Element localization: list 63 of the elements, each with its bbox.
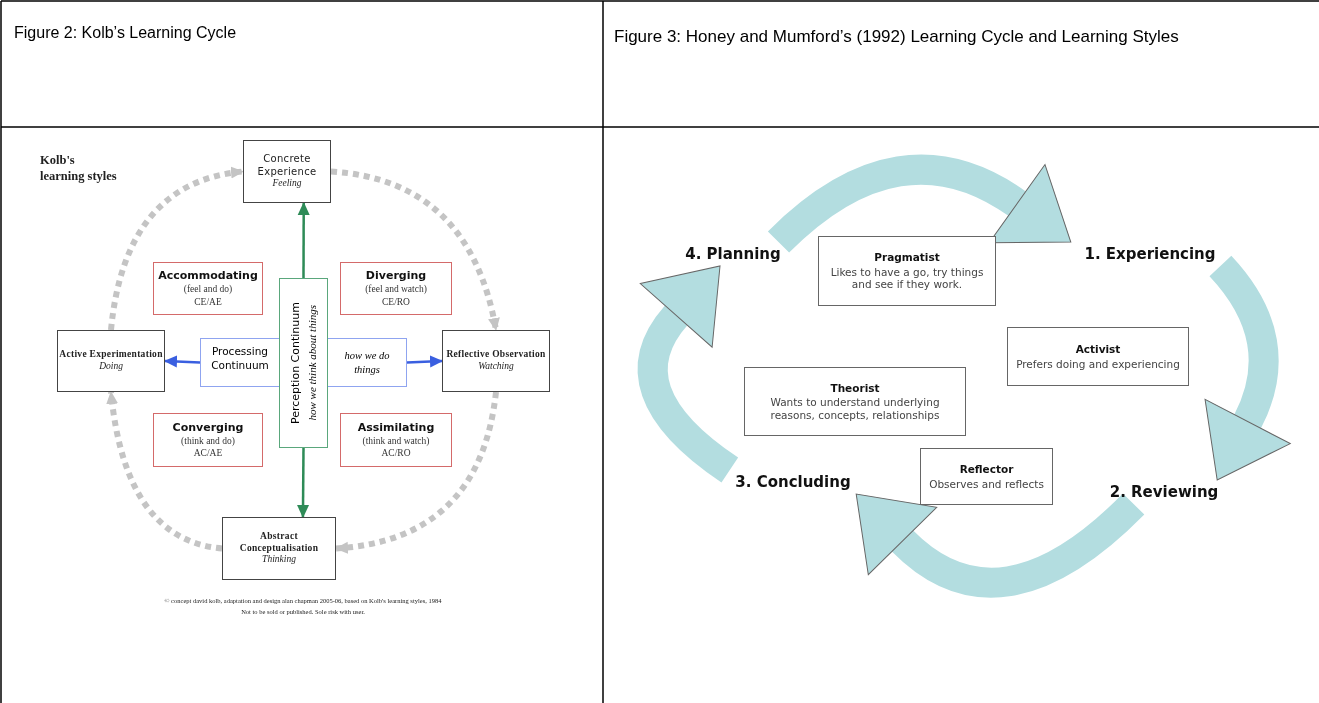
stage-label-text: 3. Concluding — [735, 473, 851, 491]
learner-type-description: Observes and reflects — [929, 477, 1044, 491]
stage-label-text: 2. Reviewing — [1109, 483, 1219, 501]
figure-caption: Figure 2: Kolb’s Learning Cycle — [14, 24, 238, 42]
style-name: Diverging — [365, 269, 427, 284]
style-description: (think and do) — [181, 434, 235, 448]
style-code: AC/RO — [381, 447, 411, 460]
continuum-description: how we do things — [343, 349, 391, 377]
style-code: CE/RO — [382, 295, 410, 308]
style-description: (think and watch) — [362, 434, 430, 448]
continuum-name: Processing Continuum — [210, 345, 270, 373]
stage-activity: Thinking — [262, 554, 296, 567]
learner-type-name: Theorist — [830, 381, 880, 395]
learner-type-name: Activist — [1075, 342, 1121, 356]
figure-caption: Figure 3: Honey and Mumford’s (1992) Learning Cycle and Learning Styles — [614, 26, 1180, 48]
learner-type-name: Reflector — [959, 462, 1014, 476]
stage-name: Abstract Conceptualisation — [238, 530, 320, 555]
stage-box — [222, 517, 336, 580]
stage-name: Active Experimentation — [59, 349, 163, 361]
stage-label-text: 4. Planning — [685, 245, 781, 263]
learner-type-name: Pragmatist — [874, 251, 940, 264]
learning-style-box — [340, 262, 452, 315]
continuum-name: Perception Continuum — [289, 301, 302, 424]
stage-name: Concrete Experience — [256, 153, 318, 179]
style-description: (feel and do) — [183, 283, 233, 296]
curved-block-arrow — [768, 154, 1074, 253]
learning-style-box — [153, 262, 263, 315]
stage-box — [243, 140, 331, 203]
learner-type-box — [920, 448, 1053, 505]
cycle-arrow — [106, 391, 223, 552]
arrow — [164, 355, 201, 368]
style-name: Converging — [172, 420, 244, 435]
side-label: Kolb's learning styles — [40, 152, 118, 185]
stage-name: Reflective Observation — [446, 349, 546, 361]
learner-type-description: Prefers doing and experiencing — [1016, 357, 1180, 371]
stage-activity: Doing — [99, 361, 123, 373]
stage-label-text: 1. Experiencing — [1084, 245, 1216, 263]
style-code: CE/AE — [194, 295, 222, 308]
curved-block-arrow — [637, 262, 739, 483]
learner-type-box — [818, 236, 996, 306]
style-code: AC/AE — [193, 447, 223, 460]
cycle-arrow — [330, 168, 500, 331]
cycle-arrow — [335, 391, 499, 554]
style-name: Assimilating — [357, 420, 435, 435]
learner-type-box — [1007, 327, 1189, 386]
stage-activity: Watching — [478, 361, 514, 373]
perception-continuum-box — [279, 278, 328, 448]
learner-type-box — [744, 367, 966, 436]
curved-block-arrow — [853, 493, 1144, 598]
learning-style-box — [153, 413, 263, 467]
cycle-arrow — [108, 167, 244, 331]
learning-style-box — [340, 413, 452, 467]
style-name: Accommodating — [158, 269, 258, 284]
learner-type-description: Likes to have a go, try things and see if they work. — [829, 265, 985, 291]
arrow — [297, 202, 310, 278]
stage-activity: Feeling — [272, 178, 302, 190]
style-description: (feel and watch) — [365, 283, 427, 296]
arrow — [406, 355, 443, 368]
stage-box — [57, 330, 165, 392]
continuum-description: how we think about things — [306, 305, 318, 421]
learner-type-description: Wants to understand underlying reasons, concepts, relationships — [769, 396, 941, 422]
stage-box — [442, 330, 550, 392]
arrow — [297, 448, 310, 518]
